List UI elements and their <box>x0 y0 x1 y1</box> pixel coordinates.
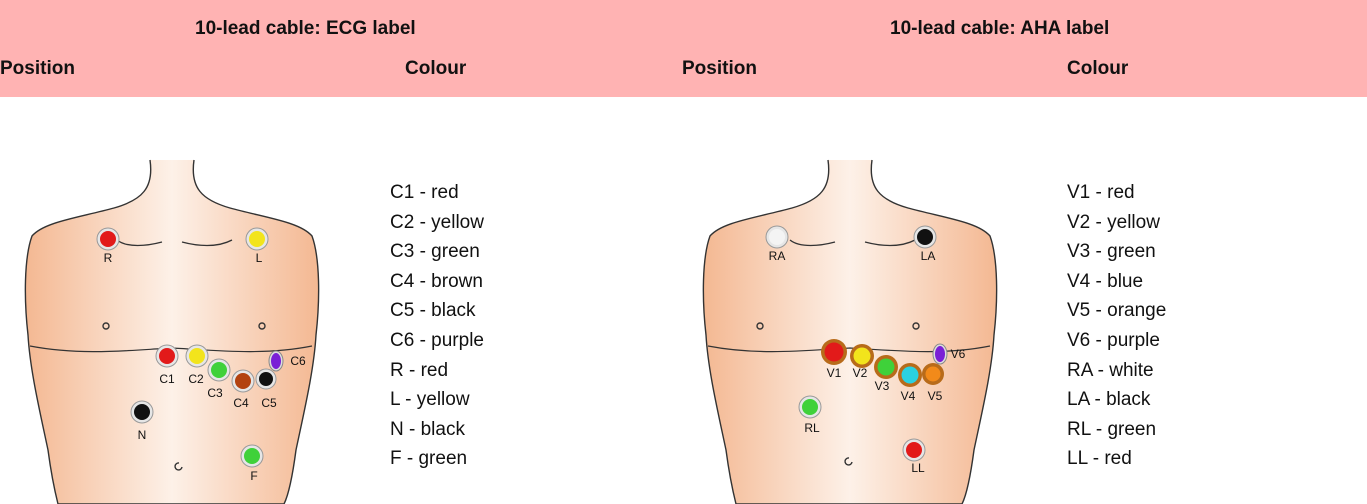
legend-item: L - yellow <box>390 385 484 415</box>
legend-item: C4 - brown <box>390 267 484 297</box>
legend-item: N - black <box>390 415 484 445</box>
electrode-label: LL <box>911 461 925 475</box>
electrode-label: C2 <box>188 372 204 386</box>
right-position-header: Position <box>682 58 757 80</box>
legend-item: V5 - orange <box>1067 296 1166 326</box>
legend-item: V4 - blue <box>1067 267 1166 297</box>
legend-item: C5 - black <box>390 296 484 326</box>
electrode-label: V2 <box>853 366 868 380</box>
electrode-label: F <box>250 469 257 483</box>
left-colour-header: Colour <box>405 58 466 80</box>
torso-outline <box>25 160 318 504</box>
left-position-header: Position <box>0 58 75 80</box>
electrode-label: L <box>256 251 263 265</box>
electrode-label: V4 <box>901 389 916 403</box>
electrode-label: LA <box>921 249 936 263</box>
legend-item: C3 - green <box>390 237 484 267</box>
right-legend: V1 - red V2 - yellow V3 - green V4 - blu… <box>1067 178 1166 474</box>
legend-item: R - red <box>390 356 484 386</box>
legend-item: V2 - yellow <box>1067 208 1166 238</box>
left-legend: C1 - red C2 - yellow C3 - green C4 - bro… <box>390 178 484 474</box>
torso-outline <box>703 160 996 504</box>
electrode-label: C5 <box>261 396 277 410</box>
legend-item: LA - black <box>1067 385 1166 415</box>
legend-item: C2 - yellow <box>390 208 484 238</box>
legend-item: C6 - purple <box>390 326 484 356</box>
legend-item: LL - red <box>1067 444 1166 474</box>
electrode-label: C1 <box>159 372 175 386</box>
electrode-label: R <box>104 251 113 265</box>
left-title: 10-lead cable: ECG label <box>195 18 416 40</box>
legend-item: V6 - purple <box>1067 326 1166 356</box>
electrode-label: V3 <box>875 379 890 393</box>
electrode-label: C4 <box>233 396 249 410</box>
legend-item: C1 - red <box>390 178 484 208</box>
electrode-label: RL <box>804 421 820 435</box>
right-title: 10-lead cable: AHA label <box>890 18 1109 40</box>
electrode-label: N <box>138 428 147 442</box>
electrode-label: C6 <box>290 354 306 368</box>
electrode-label: V6 <box>951 347 966 361</box>
electrode-label: RA <box>769 249 786 263</box>
legend-item: RL - green <box>1067 415 1166 445</box>
electrode-label: C3 <box>207 386 223 400</box>
legend-item: F - green <box>390 444 484 474</box>
electrode-label: V1 <box>827 366 842 380</box>
electrode-label: V5 <box>928 389 943 403</box>
electrode-ra: RA <box>766 226 788 263</box>
legend-item: RA - white <box>1067 356 1166 386</box>
legend-item: V1 - red <box>1067 178 1166 208</box>
legend-item: V3 - green <box>1067 237 1166 267</box>
header-band <box>0 0 1367 97</box>
right-colour-header: Colour <box>1067 58 1128 80</box>
